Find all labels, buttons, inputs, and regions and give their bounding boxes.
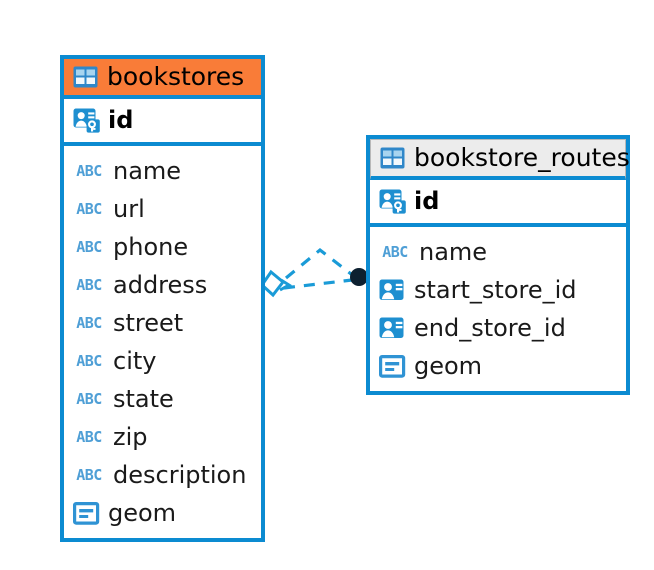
field-row[interactable]: end_store_id	[370, 309, 626, 347]
field-name: state	[113, 385, 174, 413]
entity-table-bookstores[interactable]: bookstores id	[60, 55, 265, 542]
abc-text-icon: ABC	[76, 275, 102, 294]
field-list-bookstore-routes: ABC name start_store_id	[370, 227, 626, 391]
field-name: address	[113, 271, 208, 299]
field-name: geom	[108, 499, 177, 527]
field-list-bookstores: ABC name ABC url ABC phone AB	[64, 146, 261, 538]
field-name: zip	[113, 423, 148, 451]
relationship-line-upper	[284, 247, 356, 280]
field-row[interactable]: start_store_id	[370, 271, 626, 309]
primary-key-name: id	[414, 187, 440, 215]
primary-key-icon	[379, 187, 407, 215]
abc-text-icon: ABC	[76, 351, 102, 370]
field-name: city	[113, 347, 157, 375]
table-icon	[380, 147, 405, 169]
abc-text-icon: ABC	[382, 242, 408, 261]
field-name: phone	[113, 233, 189, 261]
geometry-icon	[73, 501, 100, 525]
field-row[interactable]: ABC state	[64, 380, 261, 418]
field-row[interactable]: ABC street	[64, 304, 261, 342]
entity-header-bookstores[interactable]: bookstores	[64, 59, 261, 99]
foreign-key-icon	[379, 316, 406, 340]
field-row[interactable]: geom	[64, 494, 261, 532]
field-row[interactable]: ABC zip	[64, 418, 261, 456]
field-name: end_store_id	[414, 314, 566, 342]
abc-text-icon: ABC	[76, 465, 102, 484]
field-row[interactable]: ABC address	[64, 266, 261, 304]
relationship-line-lower	[283, 278, 353, 290]
table-icon	[73, 66, 98, 88]
field-name: geom	[414, 352, 483, 380]
abc-text-icon: ABC	[76, 161, 102, 180]
abc-text-icon: ABC	[76, 389, 102, 408]
field-row[interactable]: ABC description	[64, 456, 261, 494]
geometry-icon	[379, 354, 406, 378]
entity-header-bookstore-routes[interactable]: bookstore_routes	[370, 139, 630, 180]
field-row[interactable]: ABC phone	[64, 228, 261, 266]
field-row[interactable]: ABC url	[64, 190, 261, 228]
primary-key-name: id	[108, 106, 134, 134]
field-name: start_store_id	[414, 276, 577, 304]
field-name: street	[113, 309, 184, 337]
entity-title: bookstores	[107, 62, 245, 91]
abc-text-icon: ABC	[76, 199, 102, 218]
field-name: name	[419, 238, 488, 266]
field-name: url	[113, 195, 145, 223]
entity-table-bookstore-routes[interactable]: bookstore_routes id	[366, 135, 630, 395]
field-row[interactable]: ABC name	[64, 152, 261, 190]
field-row[interactable]: ABC name	[370, 233, 626, 271]
field-name: description	[113, 461, 247, 489]
field-name: name	[113, 157, 182, 185]
abc-text-icon: ABC	[76, 237, 102, 256]
primary-key-row-bookstores[interactable]: id	[64, 99, 261, 146]
foreign-key-icon	[379, 278, 406, 302]
relationship-source-marker	[260, 269, 292, 298]
field-row[interactable]: ABC city	[64, 342, 261, 380]
abc-text-icon: ABC	[76, 427, 102, 446]
abc-text-icon: ABC	[76, 313, 102, 332]
primary-key-icon	[73, 106, 101, 134]
entity-title: bookstore_routes	[414, 143, 630, 172]
primary-key-row-bookstore-routes[interactable]: id	[370, 180, 626, 227]
field-row[interactable]: geom	[370, 347, 626, 385]
